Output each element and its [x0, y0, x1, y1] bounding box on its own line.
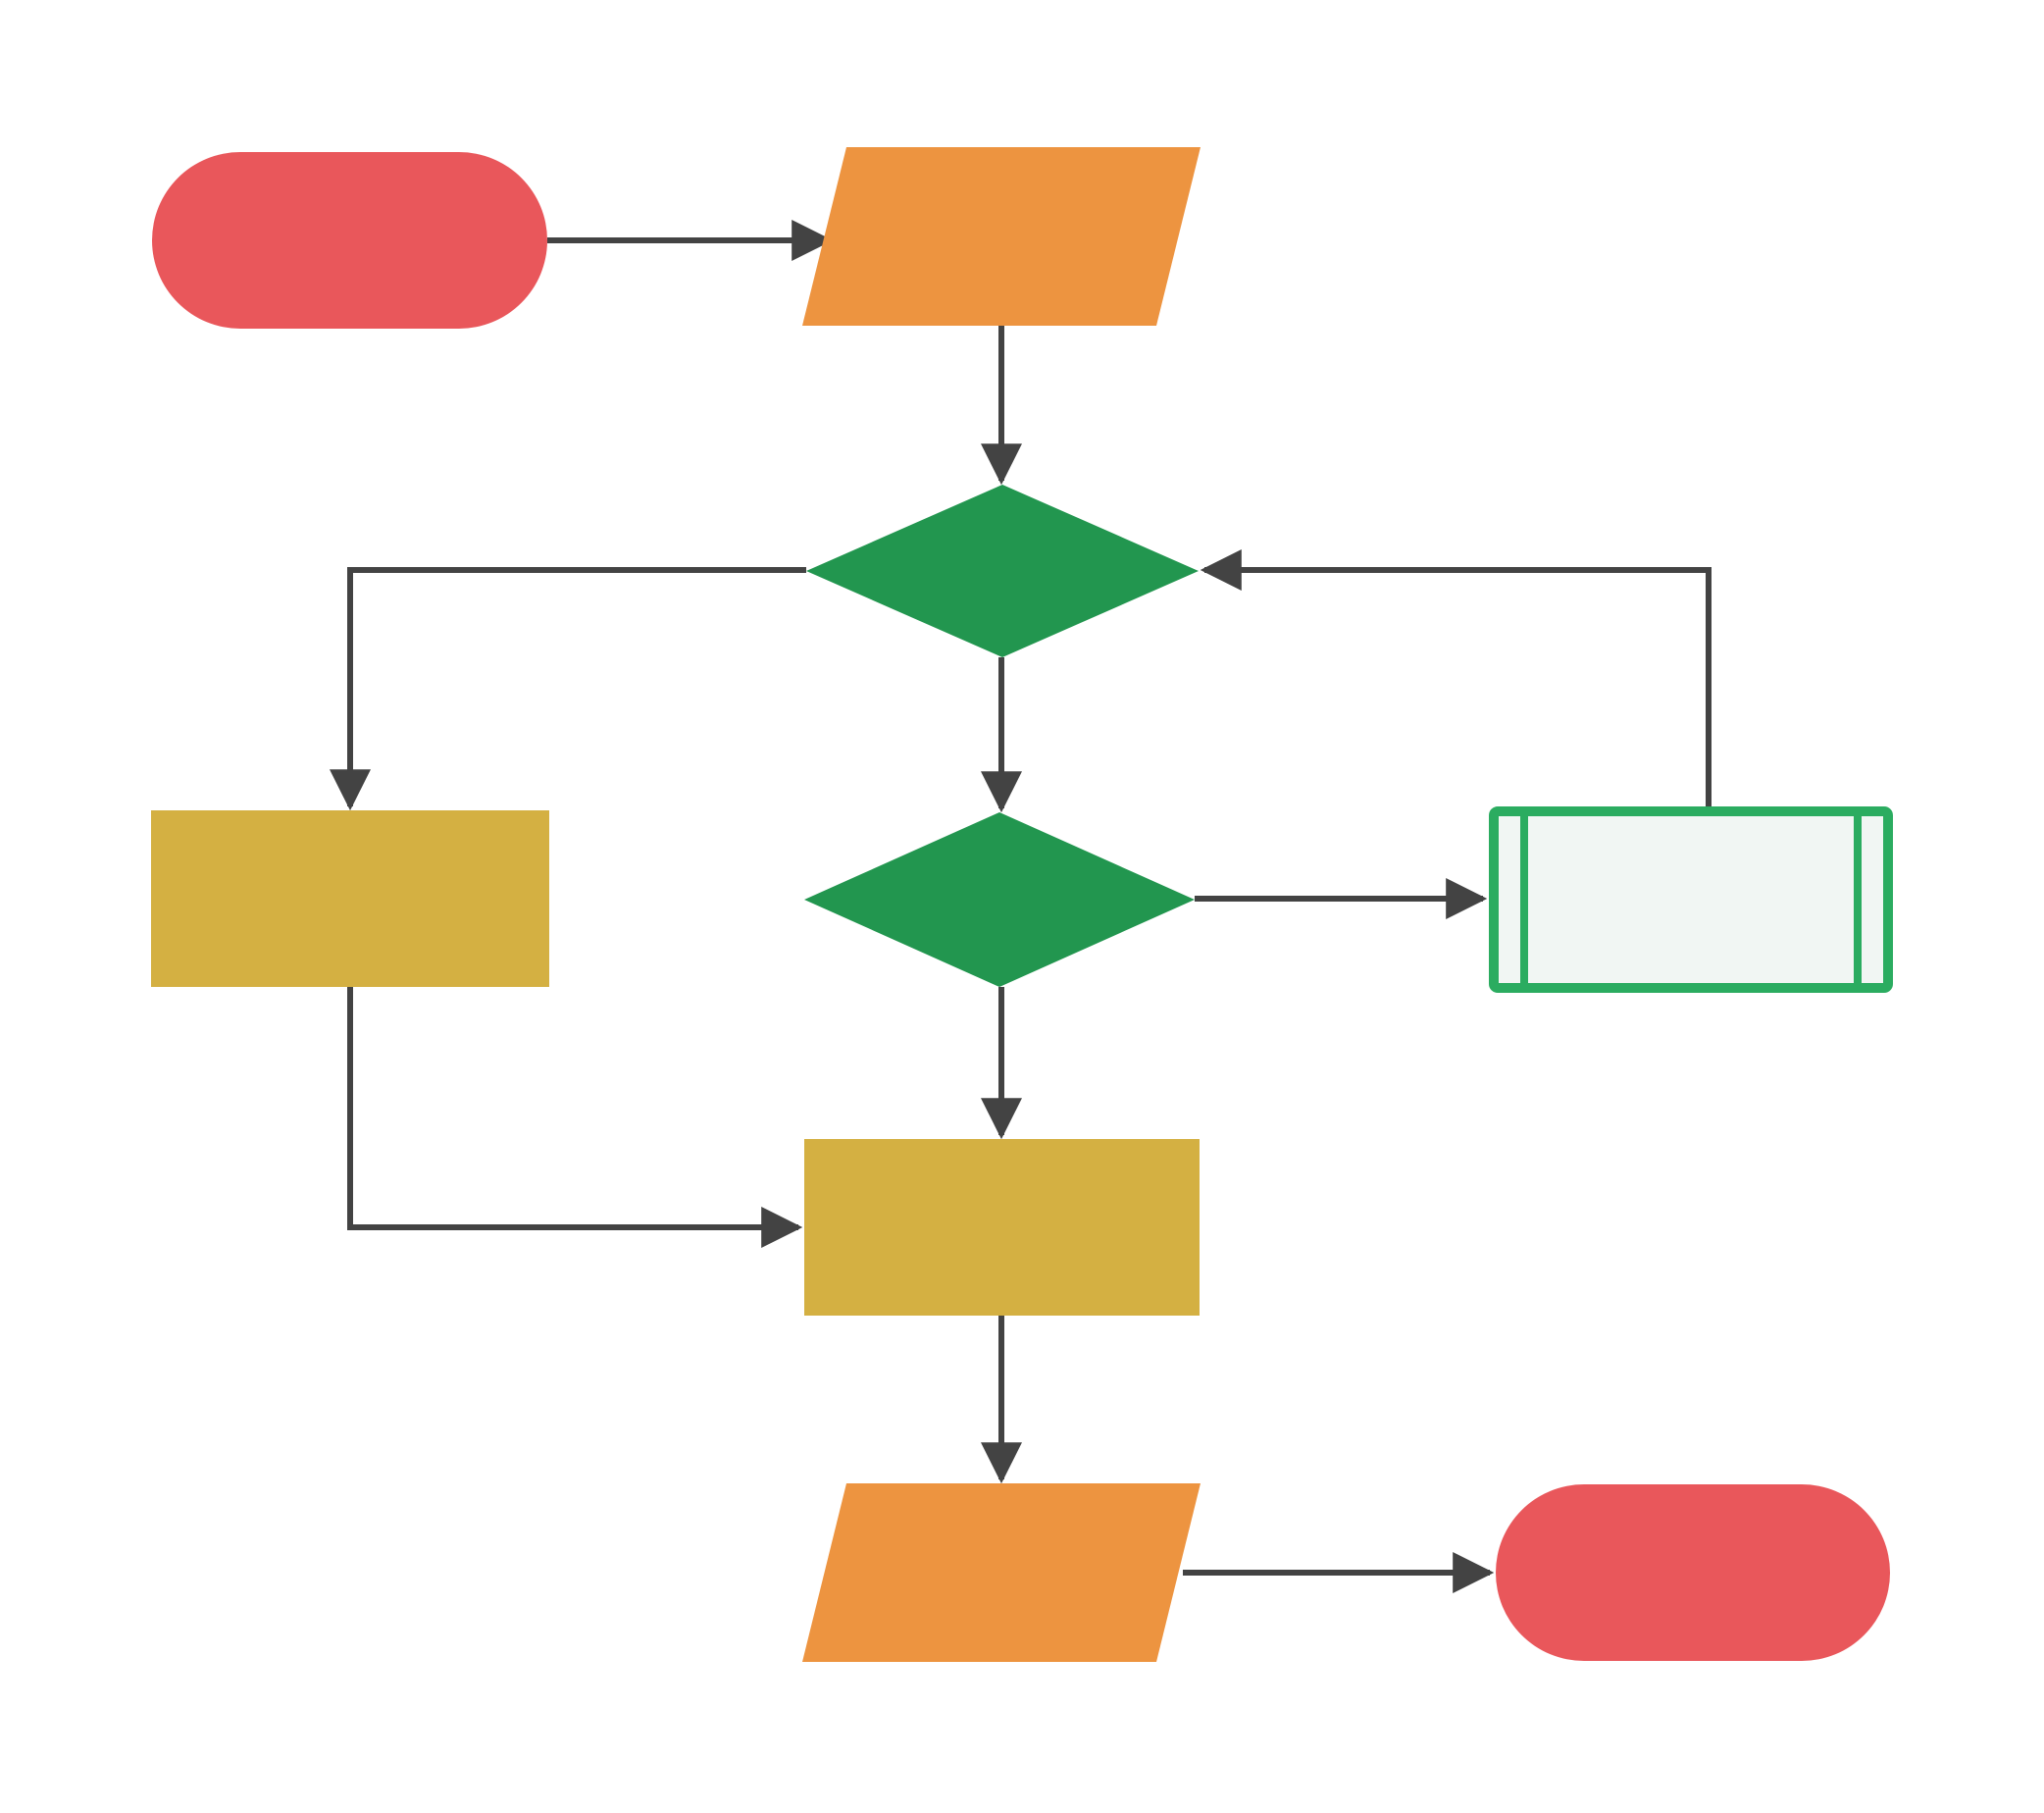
node-output[interactable]: [802, 1483, 1201, 1662]
node-process-main[interactable]: [804, 1139, 1200, 1316]
nodes-layer: [151, 147, 1893, 1662]
node-process-left[interactable]: [151, 810, 549, 987]
flow-connector[interactable]: [330, 567, 806, 811]
node-input[interactable]: [802, 147, 1201, 326]
node-start[interactable]: [152, 152, 547, 329]
flow-connector[interactable]: [347, 987, 803, 1248]
flow-connector[interactable]: [1200, 549, 1712, 806]
node-decision-2[interactable]: [804, 812, 1195, 987]
node-end[interactable]: [1496, 1484, 1890, 1661]
node-decision-1[interactable]: [806, 485, 1199, 657]
node-predefined-process[interactable]: [1489, 806, 1893, 993]
edges-layer: [330, 220, 1712, 1593]
